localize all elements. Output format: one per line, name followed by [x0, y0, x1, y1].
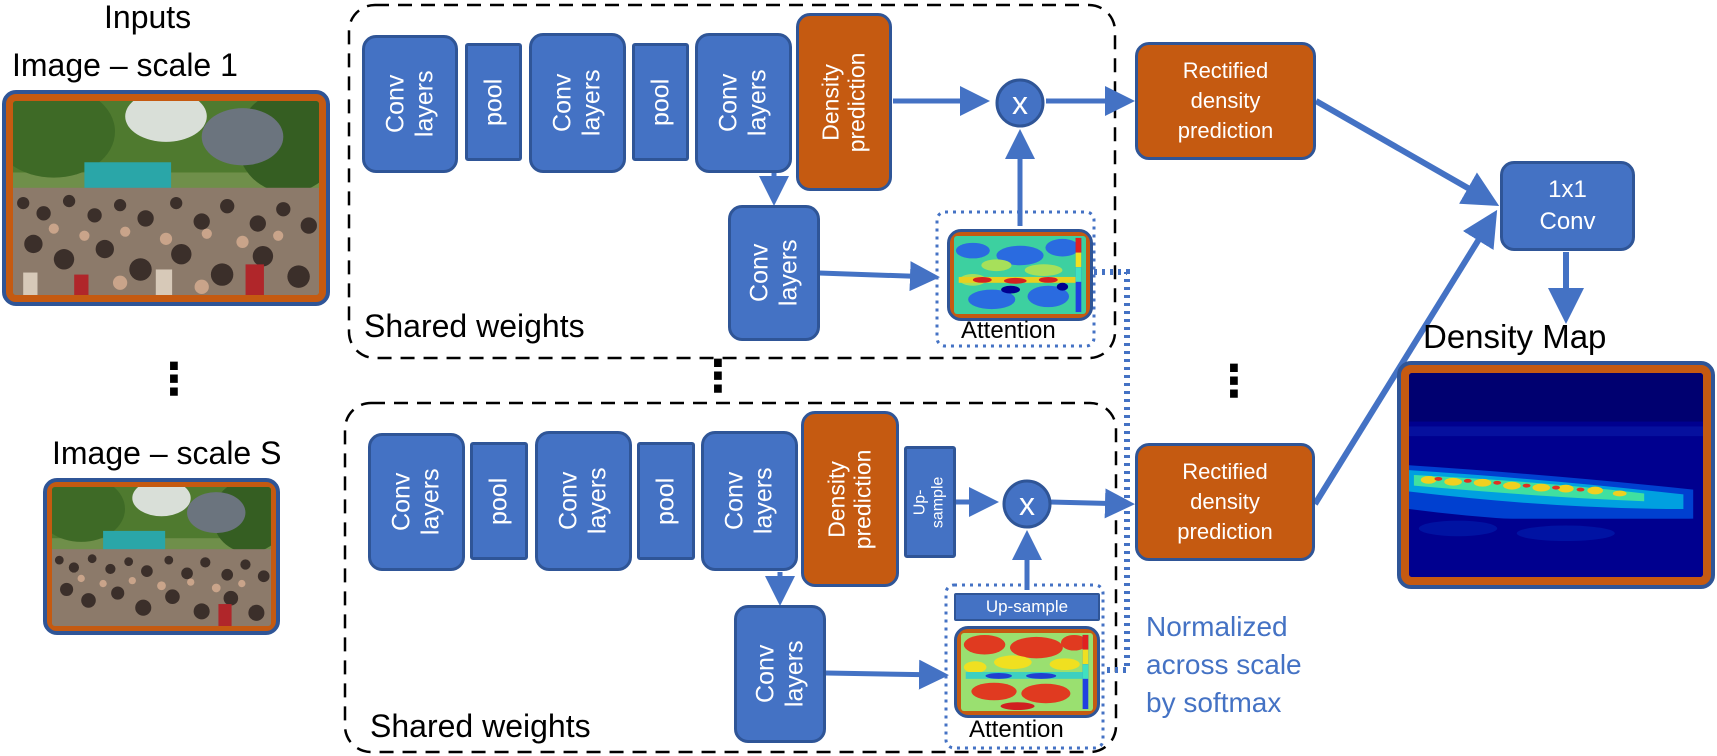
- attention-map-S: [954, 626, 1100, 718]
- density-map-title: Density Map: [1423, 318, 1607, 355]
- multiply-circle-top: [995, 78, 1045, 128]
- upsample-block-S: Up- sample: [904, 446, 956, 558]
- upsample-attention-block: Up-sample: [954, 593, 1100, 621]
- branch-ellipsis: ⋮: [696, 352, 740, 401]
- shared-weights-label-1: Shared weights: [364, 308, 585, 344]
- shared-weights-label-S: Shared weights: [370, 708, 591, 744]
- pool-block-S1: pool: [470, 442, 528, 560]
- conv-block-2: Conv layers: [529, 33, 626, 173]
- arrow-convattnS-to-attention: [825, 659, 949, 690]
- input-image-scaleS: [43, 478, 280, 635]
- conv1x1-block: 1x1 Conv: [1500, 161, 1635, 251]
- inputs-ellipsis: ⋮: [152, 355, 196, 404]
- arrow-multiplyS-to-rectified: [1049, 488, 1135, 519]
- attention-label-S: Attention: [969, 716, 1064, 743]
- pool-block-S2: pool: [637, 442, 695, 560]
- density-heatmap: [1409, 373, 1703, 577]
- arrow-rectifiedS-to-conv1x1: [1312, 209, 1498, 506]
- pool-block-2: pool: [632, 43, 689, 161]
- softmax-note: Normalized across scale by softmax: [1146, 611, 1302, 718]
- input-image-scale1: [2, 90, 330, 306]
- attention-frame-bottom: [944, 583, 1105, 750]
- shared-weights-frame-top: [347, 3, 1117, 360]
- crowd-photo-scale1: [13, 101, 319, 295]
- attention-heatmap-1: [954, 236, 1086, 314]
- inputs-title: Inputs: [104, 0, 192, 35]
- shared-weights-frame-bottom: [343, 401, 1118, 754]
- softmax-connector: [1094, 269, 1130, 673]
- attention-map-1: [947, 229, 1093, 321]
- rectified-ellipsis: ⋮: [1212, 357, 1256, 406]
- conv-block-3: Conv layers: [695, 33, 792, 173]
- multiply-symbol-top: x: [1012, 85, 1028, 121]
- conv-block-S2: Conv layers: [535, 431, 632, 571]
- arrow-convattn1-to-attention: [818, 261, 940, 292]
- output-density-map: [1397, 361, 1715, 589]
- arrow-rectified1-to-conv1x1: [1314, 98, 1500, 206]
- density-prediction-block-1: Density prediction: [796, 13, 892, 191]
- multiply-circle-bottom: [1002, 479, 1052, 529]
- rectified-density-block-S: Rectified density prediction: [1135, 443, 1315, 561]
- rectified-density-block-1: Rectified density prediction: [1135, 42, 1316, 160]
- conv-attention-block-1: Conv layers: [728, 205, 820, 341]
- pool-block-1: pool: [465, 43, 522, 161]
- attention-label-1: Attention: [961, 317, 1056, 344]
- crowd-photo-scaleS: [52, 487, 271, 626]
- scale1-label: Image – scale 1: [12, 47, 238, 83]
- density-prediction-block-S: Density prediction: [801, 411, 899, 587]
- conv-attention-block-S: Conv layers: [734, 605, 826, 743]
- multiply-symbol-bottom: x: [1019, 486, 1035, 522]
- scaleS-label: Image – scale S: [52, 435, 282, 471]
- conv-block-S3: Conv layers: [701, 431, 798, 571]
- attention-heatmap-S: [961, 633, 1093, 711]
- conv-block-1: Conv layers: [362, 35, 458, 173]
- conv-block-S1: Conv layers: [368, 433, 465, 571]
